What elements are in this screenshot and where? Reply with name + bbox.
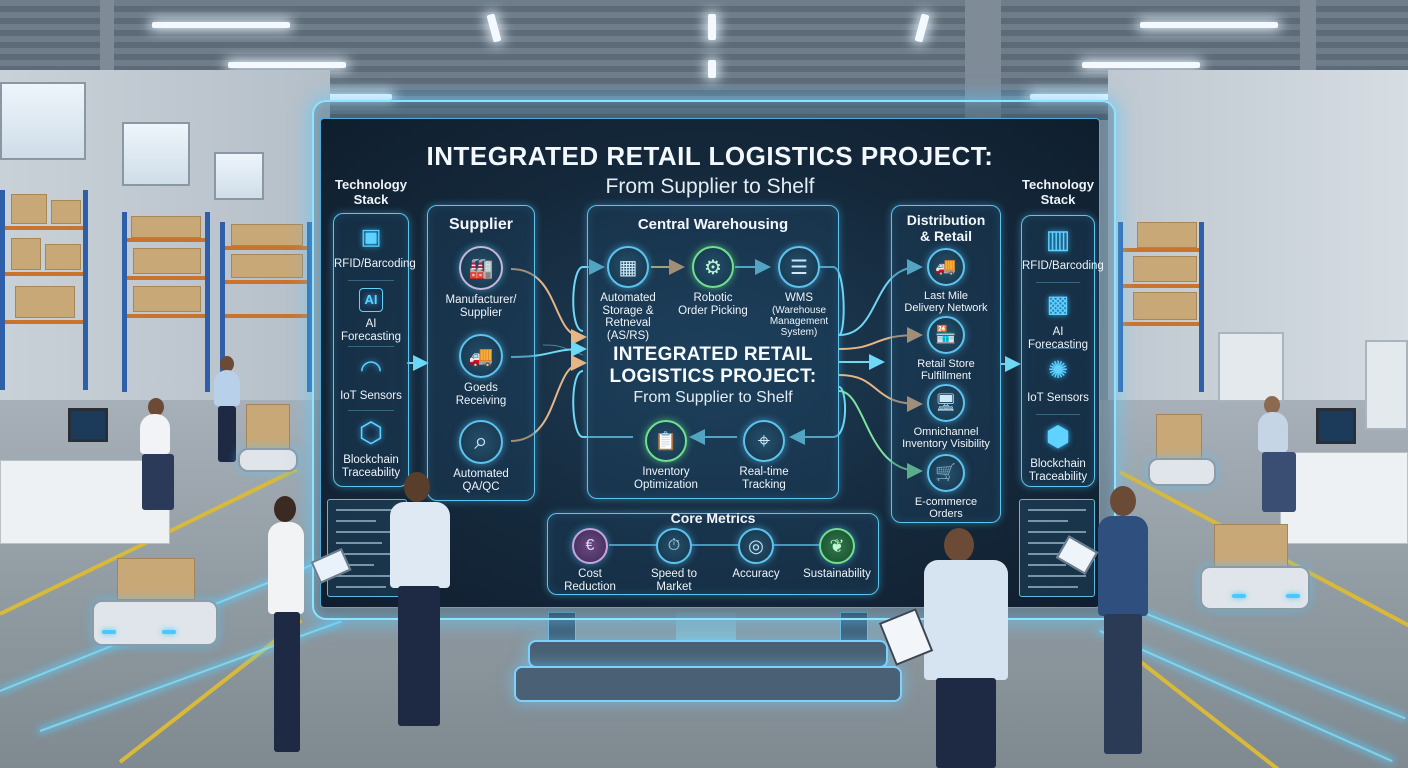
- dashboard-title: INTEGRATED RETAIL LOGISTICS PROJECT:: [426, 141, 994, 171]
- computer-monitor: [68, 408, 108, 442]
- tech-stack-left-panel: ▣ RFID/Barcoding AI AI Forecasting ◠ IoT…: [333, 213, 416, 487]
- metric-speed-to-market[interactable]: ⏱ Speed to Market: [642, 528, 706, 593]
- node-inventory-optimization[interactable]: 📋 Inventory Optimization: [624, 420, 708, 491]
- delivery-truck-icon: 🚚: [927, 248, 965, 286]
- node-manufacturer-supplier[interactable]: 🏭 Manufacturer/ Supplier: [428, 246, 534, 319]
- dashboard-subtitle: From Supplier to Shelf: [605, 175, 815, 198]
- pallet-rack: [220, 222, 312, 392]
- logistics-dashboard: INTEGRATED RETAIL LOGISTICS PROJECT: Fro…: [320, 118, 1104, 608]
- map-pin-icon: ⌖: [743, 420, 785, 462]
- ceiling-light: [708, 60, 716, 78]
- tech-item-ai-forecasting[interactable]: AI AI Forecasting: [334, 288, 408, 344]
- node-wms[interactable]: ☰ WMS (Warehouse Management System): [760, 246, 838, 338]
- metric-accuracy[interactable]: ◎ Accuracy: [724, 528, 788, 581]
- devices-icon: 🖥: [927, 384, 965, 422]
- autonomous-mobile-robot: [1148, 458, 1216, 486]
- circuit-chip-icon: ▩: [1046, 291, 1070, 318]
- autonomous-mobile-robot: [238, 448, 298, 472]
- tech-item-iot-sensors[interactable]: ✺ IoT Sensors: [1027, 357, 1089, 404]
- computer-monitor: [1316, 408, 1356, 444]
- node-omnichannel-inventory[interactable]: 🖥 Omnichannel Inventory Visibility: [892, 384, 1000, 450]
- blockchain-hexagon-icon: ⬡: [358, 417, 384, 448]
- stopwatch-icon: ⏱: [656, 528, 692, 564]
- metric-cost-reduction[interactable]: € Cost Reduction: [558, 528, 622, 593]
- server-icon: ☰: [778, 246, 820, 288]
- target-icon: ◎: [738, 528, 774, 564]
- node-automated-storage-retrieval[interactable]: ▦ Automated Storage & Retneval (AS/RS): [590, 246, 666, 342]
- tech-stack-left-label: Technology Stack: [335, 177, 407, 207]
- ceiling-light: [292, 94, 392, 100]
- ceiling-light: [1030, 94, 1130, 100]
- cardboard-box: [117, 558, 195, 600]
- autonomous-mobile-robot: [92, 600, 218, 646]
- node-real-time-tracking[interactable]: ⌖ Real-time Tracking: [728, 420, 800, 491]
- steel-column: [965, 0, 1001, 130]
- delivery-truck-icon: 🚚: [459, 334, 503, 378]
- center-project-title: INTEGRATED RETAIL LOGISTICS PROJECT: Fro…: [609, 344, 817, 406]
- storage-rack-icon: ▦: [607, 246, 649, 288]
- window: [0, 82, 86, 160]
- metric-sustainability[interactable]: ❦ Sustainability: [798, 528, 876, 581]
- clipboard-check-icon: 📋: [645, 420, 687, 462]
- storage-cabinet: [1365, 340, 1408, 430]
- rfid-scan-icon: ▣: [360, 224, 382, 249]
- leaves-icon: ❦: [819, 528, 855, 564]
- office-desk: [0, 460, 170, 544]
- tech-stack-right-panel: ▥ RFID/Barcoding ▩ AI Forecasting ✺ IoT …: [1021, 215, 1104, 487]
- tech-item-rfid[interactable]: ▥ RFID/Barcoding: [1022, 224, 1104, 272]
- distribution-retail-panel: Distribution & Retail 🚚 Last Mile Delive…: [891, 205, 1001, 523]
- office-desk: [1280, 452, 1408, 544]
- central-warehousing-panel: Central Warehousing ▦ Automated Storage …: [587, 205, 839, 499]
- autonomous-mobile-robot: [1200, 566, 1310, 610]
- ceiling-light: [708, 14, 716, 40]
- coins-icon: €: [572, 528, 608, 564]
- ceiling-light: [1140, 22, 1278, 28]
- shopping-cart-icon: 🛒: [927, 454, 965, 492]
- ceiling-light: [228, 62, 346, 68]
- core-metrics-panel: Core Metrics € Cost Reduction ⏱ Speed to…: [547, 510, 879, 595]
- cardboard-box: [1156, 414, 1202, 460]
- pallet-rack: [122, 212, 210, 392]
- node-robotic-order-picking[interactable]: ⚙ Robotic Order Picking: [672, 246, 754, 317]
- node-retail-store-fulfillment[interactable]: 🏪 Retail Store Fulfillment: [892, 316, 1000, 382]
- supplier-panel: Supplier 🏭 Manufacturer/ Supplier 🚚 Goed…: [427, 205, 535, 501]
- ai-chip-icon: AI: [359, 288, 383, 312]
- blockchain-network-icon: ⬢: [1045, 421, 1071, 452]
- distribution-retail-title: Distribution & Retail: [906, 212, 986, 244]
- storage-cabinet: [1218, 332, 1284, 402]
- sensor-network-icon: ✺: [1047, 357, 1069, 384]
- cardboard-box: [1214, 524, 1288, 568]
- node-goods-receiving[interactable]: 🚚 Goeds Receiving: [428, 334, 534, 407]
- window: [214, 152, 264, 200]
- hologram-stand-top: [528, 640, 888, 668]
- tech-item-iot-sensors[interactable]: ◠ IoT Sensors: [340, 354, 402, 402]
- tech-item-blockchain[interactable]: ⬡ Blockchain Traceability: [341, 417, 401, 480]
- data-list-panel-right: [1019, 499, 1095, 597]
- window: [122, 122, 190, 186]
- tech-item-rfid[interactable]: ▣ RFID/Barcoding: [334, 224, 416, 270]
- pallet-rack: [1118, 222, 1204, 392]
- wifi-icon: ◠: [359, 354, 383, 384]
- hologram-stand-base: [514, 666, 902, 702]
- tech-stack-right-label: Technology Stack: [1022, 177, 1094, 207]
- ceiling-light: [1082, 62, 1200, 68]
- ceiling-light: [152, 22, 290, 28]
- magnifier-check-icon: ⌕: [459, 420, 503, 464]
- robot-arm-icon: ⚙: [692, 246, 734, 288]
- pallet-rack: [0, 190, 88, 390]
- node-e-commerce-orders[interactable]: 🛒 E-commerce Orders: [892, 454, 1000, 520]
- tech-item-blockchain[interactable]: ⬢ Blockchain Traceability: [1028, 421, 1088, 484]
- node-automated-qa-qc[interactable]: ⌕ Automated QA/QC: [428, 420, 534, 493]
- tech-item-ai-forecasting[interactable]: ▩ AI Forecasting: [1027, 291, 1089, 351]
- node-last-mile-delivery[interactable]: 🚚 Last Mile Delivery Network: [892, 248, 1000, 314]
- storefront-icon: 🏪: [927, 316, 965, 354]
- cardboard-box: [246, 404, 290, 450]
- factory-icon: 🏭: [459, 246, 503, 290]
- barcode-icon: ▥: [1045, 224, 1071, 254]
